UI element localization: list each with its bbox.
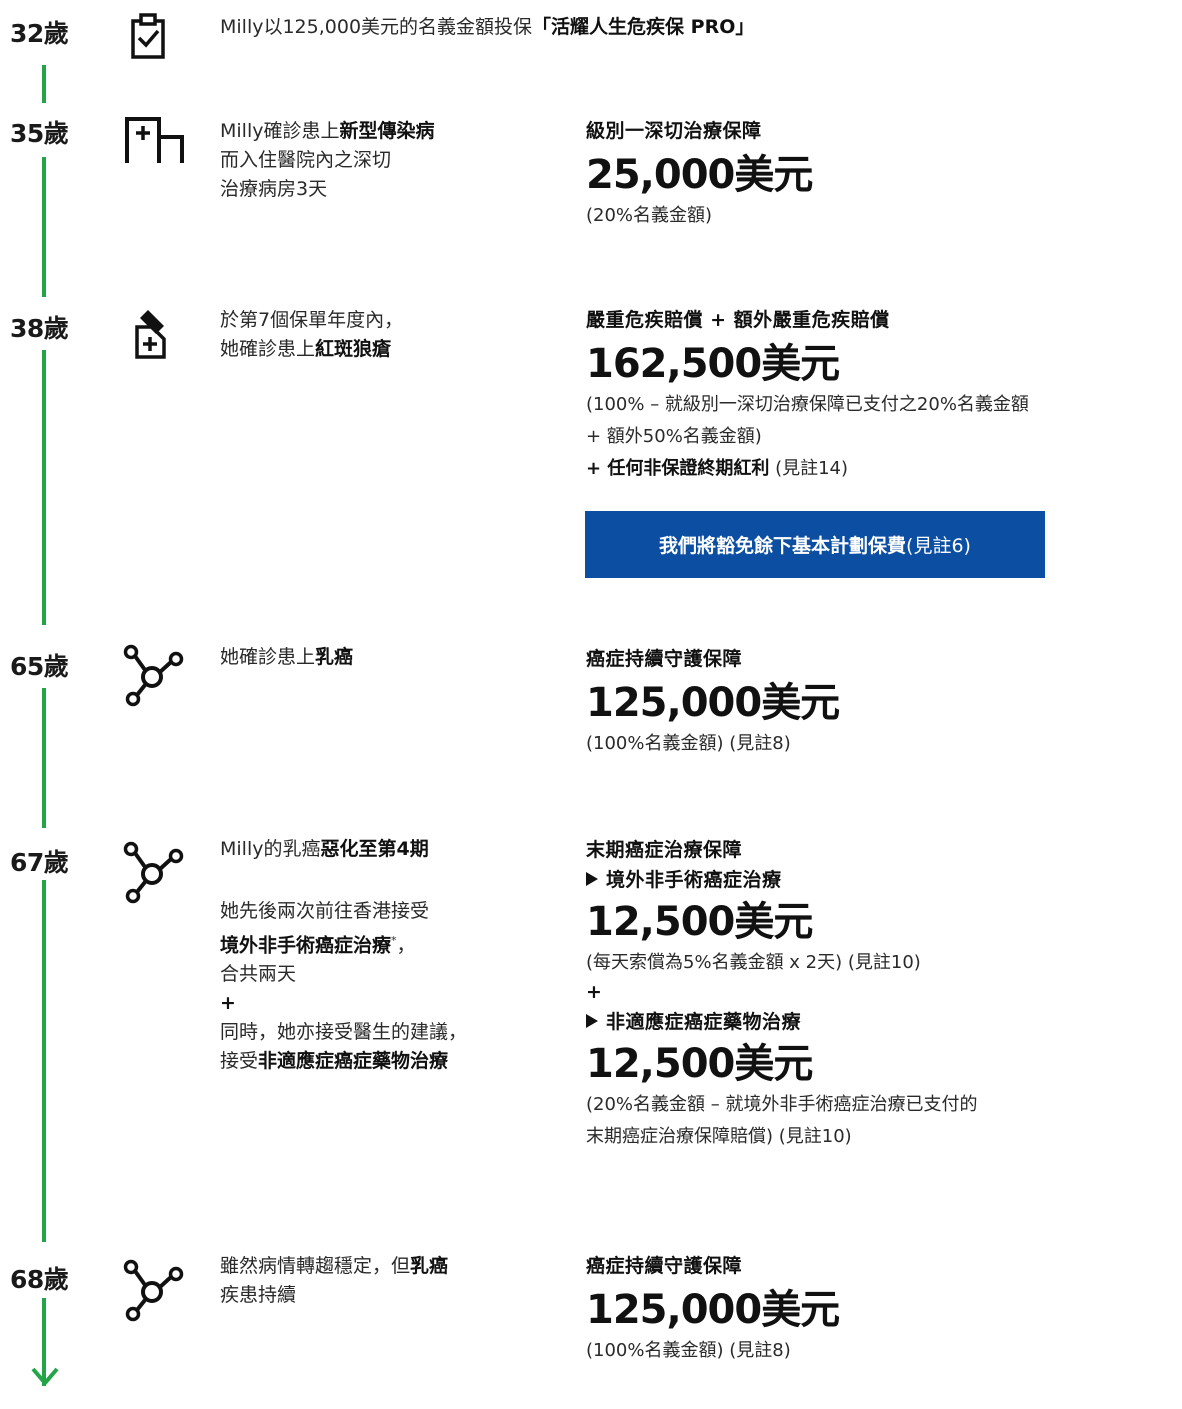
benefit-block: 癌症持續守護保障 125,000美元 (100%名義金額) (見註8): [586, 1253, 1182, 1367]
benefit-note: (20%名義金額 – 就境外非手術癌症治療已支付的: [586, 1094, 978, 1115]
benefit-amount: 12,500美元: [586, 1041, 813, 1087]
molecule-icon: [122, 1258, 186, 1322]
age-label: 35歲: [10, 119, 69, 148]
timeline-line-4: [42, 688, 46, 828]
benefit-note: (100%名義金額) (見註8): [586, 1340, 791, 1361]
benefit-title: 末期癌症治療保障: [586, 839, 743, 861]
hospital-bed-icon: [124, 115, 188, 165]
event-description: Milly的乳癌惡化至第4期 她先後兩次前往香港接受 境外非手術癌症治療*， 合…: [220, 838, 468, 1073]
age-label: 38歲: [10, 314, 69, 343]
event-description: 雖然病情轉趨穩定，但乳癌 疾患持續: [220, 1255, 449, 1306]
benefit-amount: 125,000美元: [586, 1287, 840, 1333]
plus-sign: +: [586, 981, 602, 1003]
age-label: 32歲: [10, 19, 69, 48]
event-description: 於第7個保單年度內， 她確診患上紅斑狼瘡: [220, 309, 404, 360]
event-description: Milly以125,000美元的名義金額投保「活耀人生危疾保 PRO」: [220, 16, 755, 38]
benefit-subtitle: 非適應症癌症藥物治療: [586, 1009, 1182, 1035]
benefit-note: + 額外50%名義金額): [586, 426, 762, 447]
benefit-title: 級別一深切治療保障: [586, 120, 762, 142]
triangle-right-icon: [586, 872, 598, 886]
benefit-block: 級別一深切治療保障 25,000美元 (20%名義金額): [586, 118, 1182, 232]
benefit-title: 癌症持續守護保障: [586, 1255, 743, 1277]
premium-waiver-banner: 我們將豁免餘下基本計劃保費 (見註6): [585, 511, 1045, 578]
molecule-icon: [122, 643, 186, 707]
event-description: 她確診患上乳癌: [220, 646, 354, 668]
age-label: 65歲: [10, 652, 69, 681]
clipboard-check-icon: [130, 12, 166, 60]
timeline-line-3: [42, 350, 46, 625]
timeline-line-2: [42, 157, 46, 297]
benefit-block: 末期癌症治療保障 境外非手術癌症治療 12,500美元 (每天索償為5%名義金額…: [586, 837, 1182, 1153]
benefit-note: (100% – 就級別一深切治療保障已支付之20%名義金額: [586, 394, 1029, 415]
benefit-block: 癌症持續守護保障 125,000美元 (100%名義金額) (見註8): [586, 646, 1182, 760]
benefit-title: 嚴重危疾賠償 + 額外嚴重危疾賠償: [586, 309, 890, 331]
age-label: 68歲: [10, 1265, 69, 1294]
benefit-note: (每天索償為5%名義金額 x 2天) (見註10): [586, 952, 921, 973]
benefit-amount: 25,000美元: [586, 152, 813, 198]
timeline-line-6: [42, 1298, 46, 1386]
timeline-line-1: [42, 65, 46, 103]
benefit-amount: 162,500美元: [586, 341, 840, 387]
timeline-line-5: [42, 880, 46, 1242]
benefit-note: (100%名義金額) (見註8): [586, 733, 791, 754]
event-description: Milly確診患上新型傳染病 而入住醫院內之深切 治療病房3天: [220, 120, 435, 200]
benefit-amount: 125,000美元: [586, 680, 840, 726]
triangle-right-icon: [586, 1014, 598, 1028]
benefit-block: 嚴重危疾賠償 + 額外嚴重危疾賠償 162,500美元 (100% – 就級別一…: [586, 307, 1182, 485]
bonus-note: + 任何非保證終期紅利 (見註14): [586, 458, 849, 479]
benefit-title: 癌症持續守護保障: [586, 648, 743, 670]
age-label: 67歲: [10, 848, 69, 877]
arrow-down-icon: [31, 1367, 59, 1387]
molecule-icon: [122, 840, 186, 904]
benefit-note: 末期癌症治療保障賠償) (見註10): [586, 1126, 852, 1147]
medicine-bottle-icon: [134, 307, 170, 363]
benefit-note: (20%名義金額): [586, 205, 713, 226]
benefit-subtitle: 境外非手術癌症治療: [586, 867, 1182, 893]
benefit-amount: 12,500美元: [586, 899, 813, 945]
